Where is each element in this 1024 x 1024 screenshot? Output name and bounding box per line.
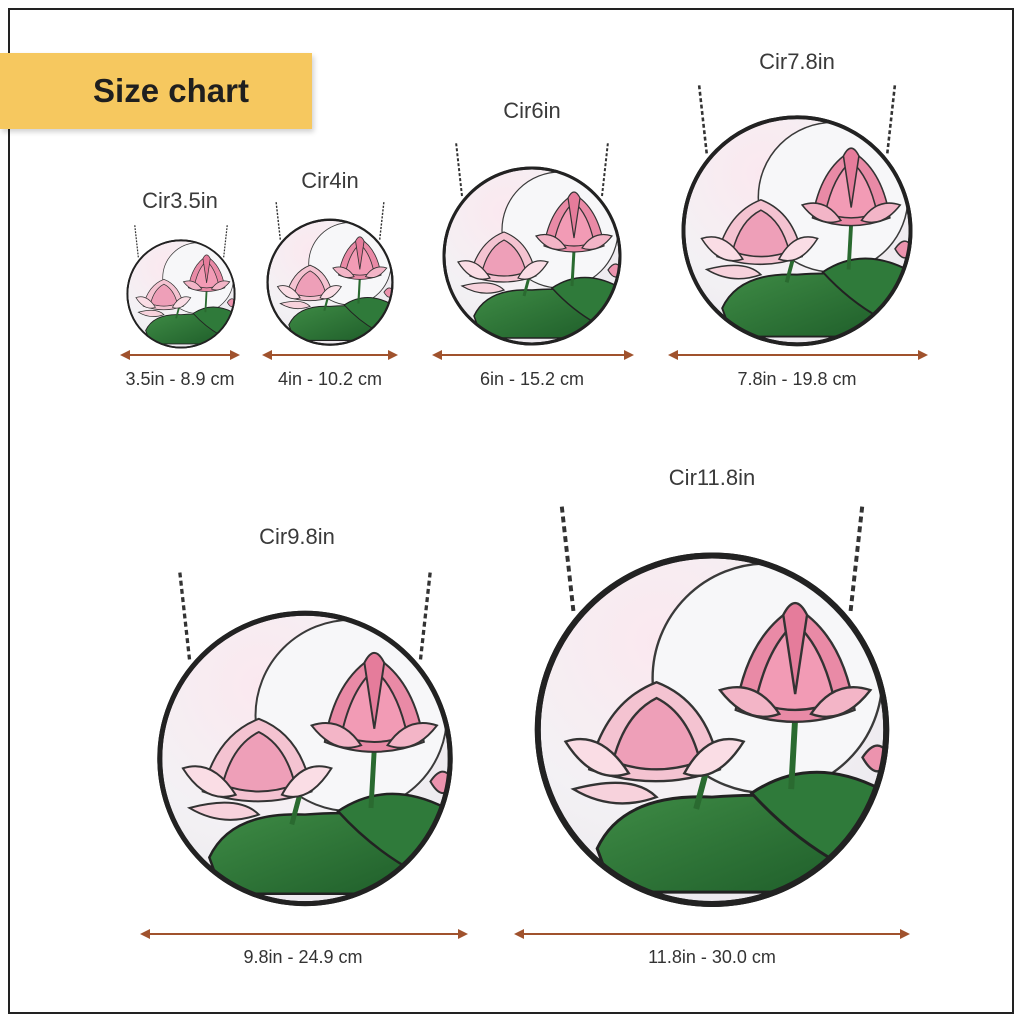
dimension-arrow-4in	[262, 348, 398, 362]
page-frame	[8, 8, 1014, 1014]
size-label-6in: Cir6in	[503, 98, 561, 123]
dimension-arrow-7-8in	[668, 348, 928, 362]
suncatcher-11-8in	[514, 490, 910, 918]
size-label-4in: Cir4in	[301, 168, 359, 193]
lotus-suncatcher-icon	[668, 78, 926, 350]
dimension-arrow-3-5in	[120, 348, 240, 362]
size-chart-banner: Size chart	[0, 53, 312, 129]
suncatcher-6in	[432, 136, 632, 350]
lotus-suncatcher-icon	[140, 560, 470, 914]
dimension-arrow-6in	[432, 348, 634, 362]
lotus-suncatcher-icon	[120, 222, 242, 350]
suncatcher-9-8in	[140, 560, 470, 914]
size-label-11-8in: Cir11.8in	[668, 465, 756, 490]
suncatcher-7-8in	[668, 78, 926, 350]
measure-label-9-8in: 9.8in - 24.9 cm	[243, 947, 363, 967]
double-arrow-icon	[120, 350, 240, 360]
suncatcher-3-5in	[120, 222, 242, 350]
measure-label-7-8in: 7.8in - 19.8 cm	[737, 369, 857, 389]
double-arrow-icon	[514, 929, 910, 939]
measure-label-3-5in: 3.5in - 8.9 cm	[125, 369, 235, 389]
suncatcher-4in	[259, 196, 401, 350]
double-arrow-icon	[432, 350, 634, 360]
measure-label-11-8in: 11.8in - 30.0 cm	[648, 947, 776, 967]
size-label-3-5in: Cir3.5in	[142, 188, 218, 213]
dimension-arrow-9-8in	[140, 927, 468, 941]
double-arrow-icon	[140, 929, 468, 939]
dimension-arrow-11-8in	[514, 927, 910, 941]
page-title: Size chart	[93, 72, 249, 109]
double-arrow-icon	[668, 350, 928, 360]
measure-label-4in: 4in - 10.2 cm	[277, 369, 383, 389]
size-label-7-8in: Cir7.8in	[759, 49, 835, 74]
lotus-suncatcher-icon	[432, 136, 632, 350]
lotus-suncatcher-icon	[514, 490, 910, 918]
lotus-suncatcher-icon	[259, 196, 401, 350]
size-label-9-8in: Cir9.8in	[259, 524, 335, 549]
double-arrow-icon	[262, 350, 398, 360]
measure-label-6in: 6in - 15.2 cm	[479, 369, 585, 389]
